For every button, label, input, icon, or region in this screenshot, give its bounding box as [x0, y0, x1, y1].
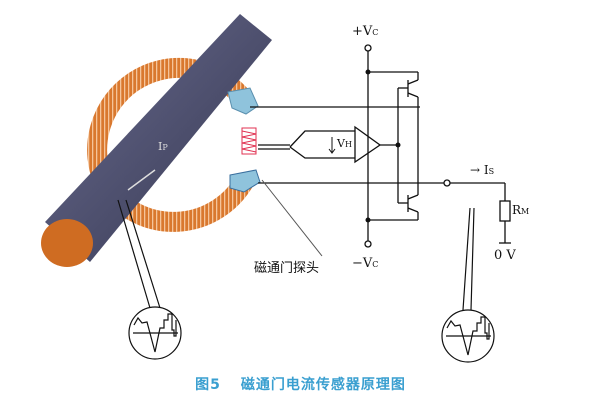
zero-v-label: 0 V — [494, 248, 516, 263]
vh-label: VH — [337, 137, 352, 150]
rm-label: RM — [512, 203, 530, 217]
core-end-bottom — [229, 169, 261, 193]
conductor-rod — [41, 14, 272, 267]
ip-label: IP — [158, 140, 168, 153]
fluxgate-probe — [241, 127, 257, 155]
minus-vc-label: −VC — [352, 256, 379, 271]
is-label: → IS — [470, 163, 495, 177]
fluxgate-probe-label: 磁通门探头 — [254, 261, 320, 276]
core-end-top — [227, 87, 259, 115]
plus-vc-label: +VC — [352, 24, 379, 39]
